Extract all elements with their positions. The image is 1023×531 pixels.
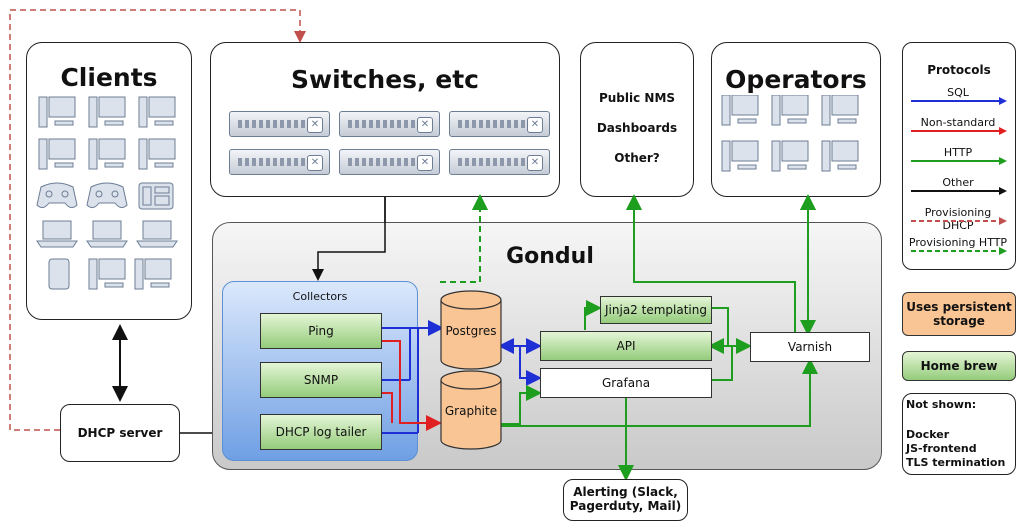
operator-devices-group [721,95,859,172]
desktop-icon [38,96,76,128]
legend-label: Provisioning DHCP [924,206,992,232]
other-label: Other? [614,151,660,165]
persistent-storage-key: Uses persistent storage [902,292,1016,336]
collector-snmp-label: SNMP [303,373,339,387]
protocols-legend: Protocols [902,42,1016,270]
legend-line [911,157,1007,165]
alerting-line2: Pagerduty, Mail) [569,499,682,513]
postgres-database-icon [440,290,502,370]
laptop-icon [136,220,178,248]
dhcp-server-label: DHCP server [77,426,163,440]
network-switch-icon: ✕ [339,111,440,137]
desktop-icon [821,140,859,172]
graphite-label: Graphite [444,404,498,418]
not-shown-item: TLS termination [906,456,1006,469]
operators-title: Operators [725,65,867,94]
desktop-icon [88,96,126,128]
collector-snmp: SNMP [260,362,382,398]
desktop-icon [721,140,759,172]
legend-label: SQL [947,86,969,99]
desktop-icon [138,138,176,170]
grafana-service: Grafana [540,368,712,398]
desktop-icon [134,258,172,290]
collector-dhcp-log-tailer: DHCP log tailer [260,414,382,450]
legend-label: Provisioning HTTP [908,236,1008,249]
legend-line [911,187,1007,195]
dashboards-label: Dashboards [596,121,678,135]
switches-title: Switches, etc [290,65,479,94]
tablet-icon [48,258,70,290]
not-shown-title: Not shown: [906,398,977,411]
desktop-icon [88,138,126,170]
desktop-icon [138,96,176,128]
switches-panel: Switches, etc ✕ ✕ ✕ ✕ ✕ ✕ [210,42,560,197]
operators-panel: Operators [711,42,881,197]
legend-label: Non-standard [920,116,996,129]
public-panel: Public NMS Dashboards Other? [580,42,694,197]
api-label: API [616,339,636,353]
jinja2-templating: Jinja2 templating [600,296,712,324]
desktop-icon [88,258,126,290]
graphite-database-icon [440,370,502,450]
laptop-icon [86,220,128,248]
varnish-service: Varnish [750,332,870,362]
gondul-title: Gondul [506,244,594,269]
alerting-line1: Alerting (Slack, [573,485,678,499]
gamepad-icon [36,182,78,209]
persistent-storage-label: Uses persistent storage [906,300,1012,328]
desktop-icon [771,140,809,172]
network-switch-icon: ✕ [449,149,550,175]
desktop-icon [38,138,76,170]
legend-title: Protocols [927,63,991,77]
legend-line [911,217,1007,225]
network-switch-icon: ✕ [449,111,550,137]
network-switch-icon: ✕ [229,111,330,137]
desktop-icon [771,95,809,126]
network-switch-icon: ✕ [339,149,440,175]
jinja2-label: Jinja2 templating [605,303,707,317]
not-shown-item: JS-frontend [906,442,977,455]
varnish-label: Varnish [787,340,833,354]
client-devices-group [36,96,178,290]
not-shown-box: Not shown: Docker JS-frontend TLS termin… [902,393,1016,475]
collector-dhcp-label: DHCP log tailer [275,425,367,439]
collector-ping: Ping [260,313,382,349]
desktop-icon [721,95,759,126]
laptop-icon [36,220,78,248]
legend-line [911,97,1007,105]
home-brew-label: Home brew [920,359,998,373]
not-shown-item: Docker [906,428,950,441]
alerting-box: Alerting (Slack, Pagerduty, Mail) [563,479,688,521]
legend-line [911,127,1007,135]
legend-label: Other [942,176,974,189]
desktop-icon [821,95,859,126]
desk-phone-icon [138,182,174,210]
network-switch-icon: ✕ [229,149,330,175]
api-service: API [540,331,712,361]
dhcp-server-box: DHCP server [60,404,180,462]
clients-title: Clients [60,63,158,92]
legend-label: HTTP [943,146,973,159]
legend-line [911,247,1007,255]
home-brew-key: Home brew [902,351,1016,381]
gamepad-icon [86,182,128,209]
postgres-label: Postgres [445,324,497,338]
public-nms-label: Public NMS [598,91,676,105]
grafana-label: Grafana [601,376,651,390]
clients-panel: Clients [26,42,192,320]
collectors-title: Collectors [292,290,348,303]
collector-ping-label: Ping [308,324,334,338]
